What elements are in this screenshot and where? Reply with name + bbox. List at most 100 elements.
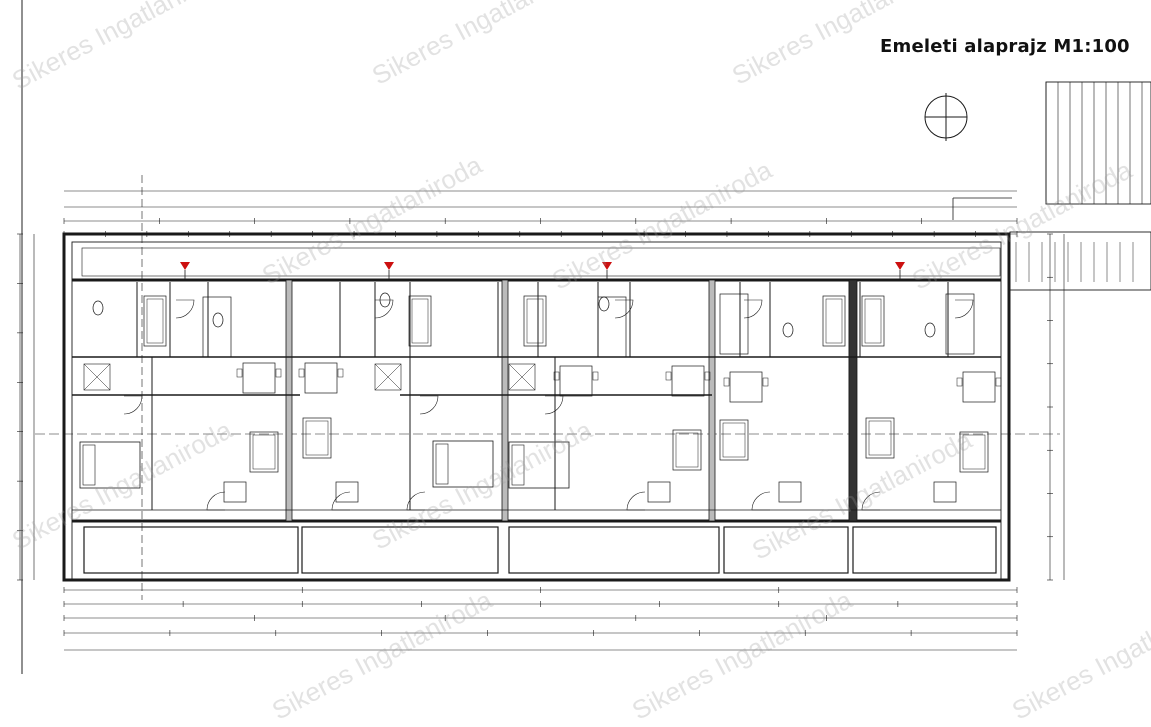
- door-swing-icon: [123, 395, 143, 415]
- balcony-door-icon: [751, 491, 771, 511]
- sofa-icon: [675, 432, 699, 468]
- bathtub-icon: [526, 298, 544, 344]
- toilet-icon: [92, 300, 104, 316]
- balcony-door-icon: [331, 491, 351, 511]
- entry-marker-icon: [602, 262, 612, 270]
- chair-icon: [956, 377, 963, 387]
- chair-icon: [592, 371, 599, 381]
- corridor-floor: [81, 247, 1001, 277]
- door-swing-icon: [544, 395, 564, 415]
- sofa-icon: [868, 420, 892, 456]
- wardrobe-icon: [83, 363, 111, 391]
- balcony-door-icon: [206, 491, 226, 511]
- balcony-outline: [723, 526, 849, 574]
- balcony-outline: [83, 526, 299, 574]
- kitchen-counter: [945, 293, 975, 355]
- floor-plan-sheet: Emeleti alaprajz M1:100: [17, 0, 1151, 674]
- bathtub-icon: [146, 298, 164, 344]
- sofa-icon: [722, 422, 746, 458]
- floor-plan-drawing: [17, 0, 1151, 674]
- bathtub-icon: [411, 298, 429, 344]
- dining-table-icon: [559, 365, 593, 397]
- dining-table-icon: [671, 365, 705, 397]
- chair-icon: [337, 368, 344, 378]
- sofa-icon: [959, 431, 989, 473]
- sofa-icon: [252, 434, 276, 470]
- balcony-outline: [301, 526, 499, 574]
- bathtub-icon: [861, 295, 885, 347]
- page-title: Emeleti alaprajz M1:100: [880, 36, 1130, 57]
- door-swing-icon: [175, 299, 195, 319]
- chair-icon: [236, 368, 243, 378]
- chair-icon: [723, 377, 730, 387]
- wardrobe-icon: [508, 363, 536, 391]
- chair-icon: [275, 368, 282, 378]
- kitchen-counter: [202, 296, 232, 358]
- unit-party-wall: [501, 279, 509, 522]
- toilet-icon: [924, 322, 936, 338]
- wardrobe-icon: [374, 363, 402, 391]
- door-swing-icon: [614, 299, 634, 319]
- chair-icon: [665, 371, 672, 381]
- balcony-door-icon: [406, 491, 426, 511]
- bathtub-icon: [143, 295, 167, 347]
- entry-marker-icon: [384, 262, 394, 270]
- sofa-icon: [672, 429, 702, 471]
- kitchen-counter: [597, 296, 627, 358]
- sofa-icon: [865, 417, 895, 459]
- stair-landing: [1009, 231, 1151, 291]
- sofa-icon: [962, 434, 986, 470]
- sofa-icon: [305, 420, 329, 456]
- door-swing-icon: [954, 299, 974, 319]
- dining-table-icon: [304, 362, 338, 394]
- toilet-icon: [212, 312, 224, 328]
- chair-icon: [298, 368, 305, 378]
- chair-icon: [762, 377, 769, 387]
- door-swing-icon: [374, 299, 394, 319]
- wardrobe-icon: [83, 363, 111, 391]
- pillow-icon: [82, 444, 96, 486]
- kitchen-counter: [719, 293, 749, 355]
- bed-icon: [508, 441, 570, 489]
- bathtub-icon: [864, 298, 882, 344]
- armchair-icon: [778, 481, 802, 503]
- dining-table-icon: [962, 371, 996, 403]
- entry-marker-icon: [895, 262, 905, 270]
- dining-table-icon: [729, 371, 763, 403]
- toilet-icon: [598, 296, 610, 312]
- pillow-icon: [435, 443, 449, 485]
- bathtub-icon: [408, 295, 432, 347]
- toilet-icon: [782, 322, 794, 338]
- sofa-icon: [249, 431, 279, 473]
- sofa-icon: [302, 417, 332, 459]
- stair-outline: [1045, 81, 1151, 205]
- bathtub-icon: [825, 298, 843, 344]
- balcony-door-icon: [861, 491, 881, 511]
- armchair-icon: [933, 481, 957, 503]
- balcony-outline: [508, 526, 720, 574]
- bed-icon: [432, 440, 494, 488]
- door-swing-icon: [743, 299, 763, 319]
- bed-icon: [79, 441, 141, 489]
- firewall-column: [848, 279, 858, 522]
- balcony-door-icon: [626, 491, 646, 511]
- building-outline: [62, 232, 1011, 582]
- building-inner-wall: [71, 241, 1002, 581]
- sofa-icon: [719, 419, 749, 461]
- bathtub-icon: [523, 295, 547, 347]
- entry-marker-icon: [180, 262, 190, 270]
- wardrobe-icon: [508, 363, 536, 391]
- bathtub-icon: [822, 295, 846, 347]
- pillow-icon: [511, 444, 525, 486]
- wardrobe-icon: [374, 363, 402, 391]
- dining-table-icon: [242, 362, 276, 394]
- armchair-icon: [647, 481, 671, 503]
- chair-icon: [995, 377, 1002, 387]
- armchair-icon: [335, 481, 359, 503]
- unit-party-wall: [708, 279, 716, 522]
- armchair-icon: [223, 481, 247, 503]
- door-swing-icon: [419, 395, 439, 415]
- unit-party-wall: [285, 279, 293, 522]
- balcony-outline: [852, 526, 997, 574]
- chair-icon: [704, 371, 711, 381]
